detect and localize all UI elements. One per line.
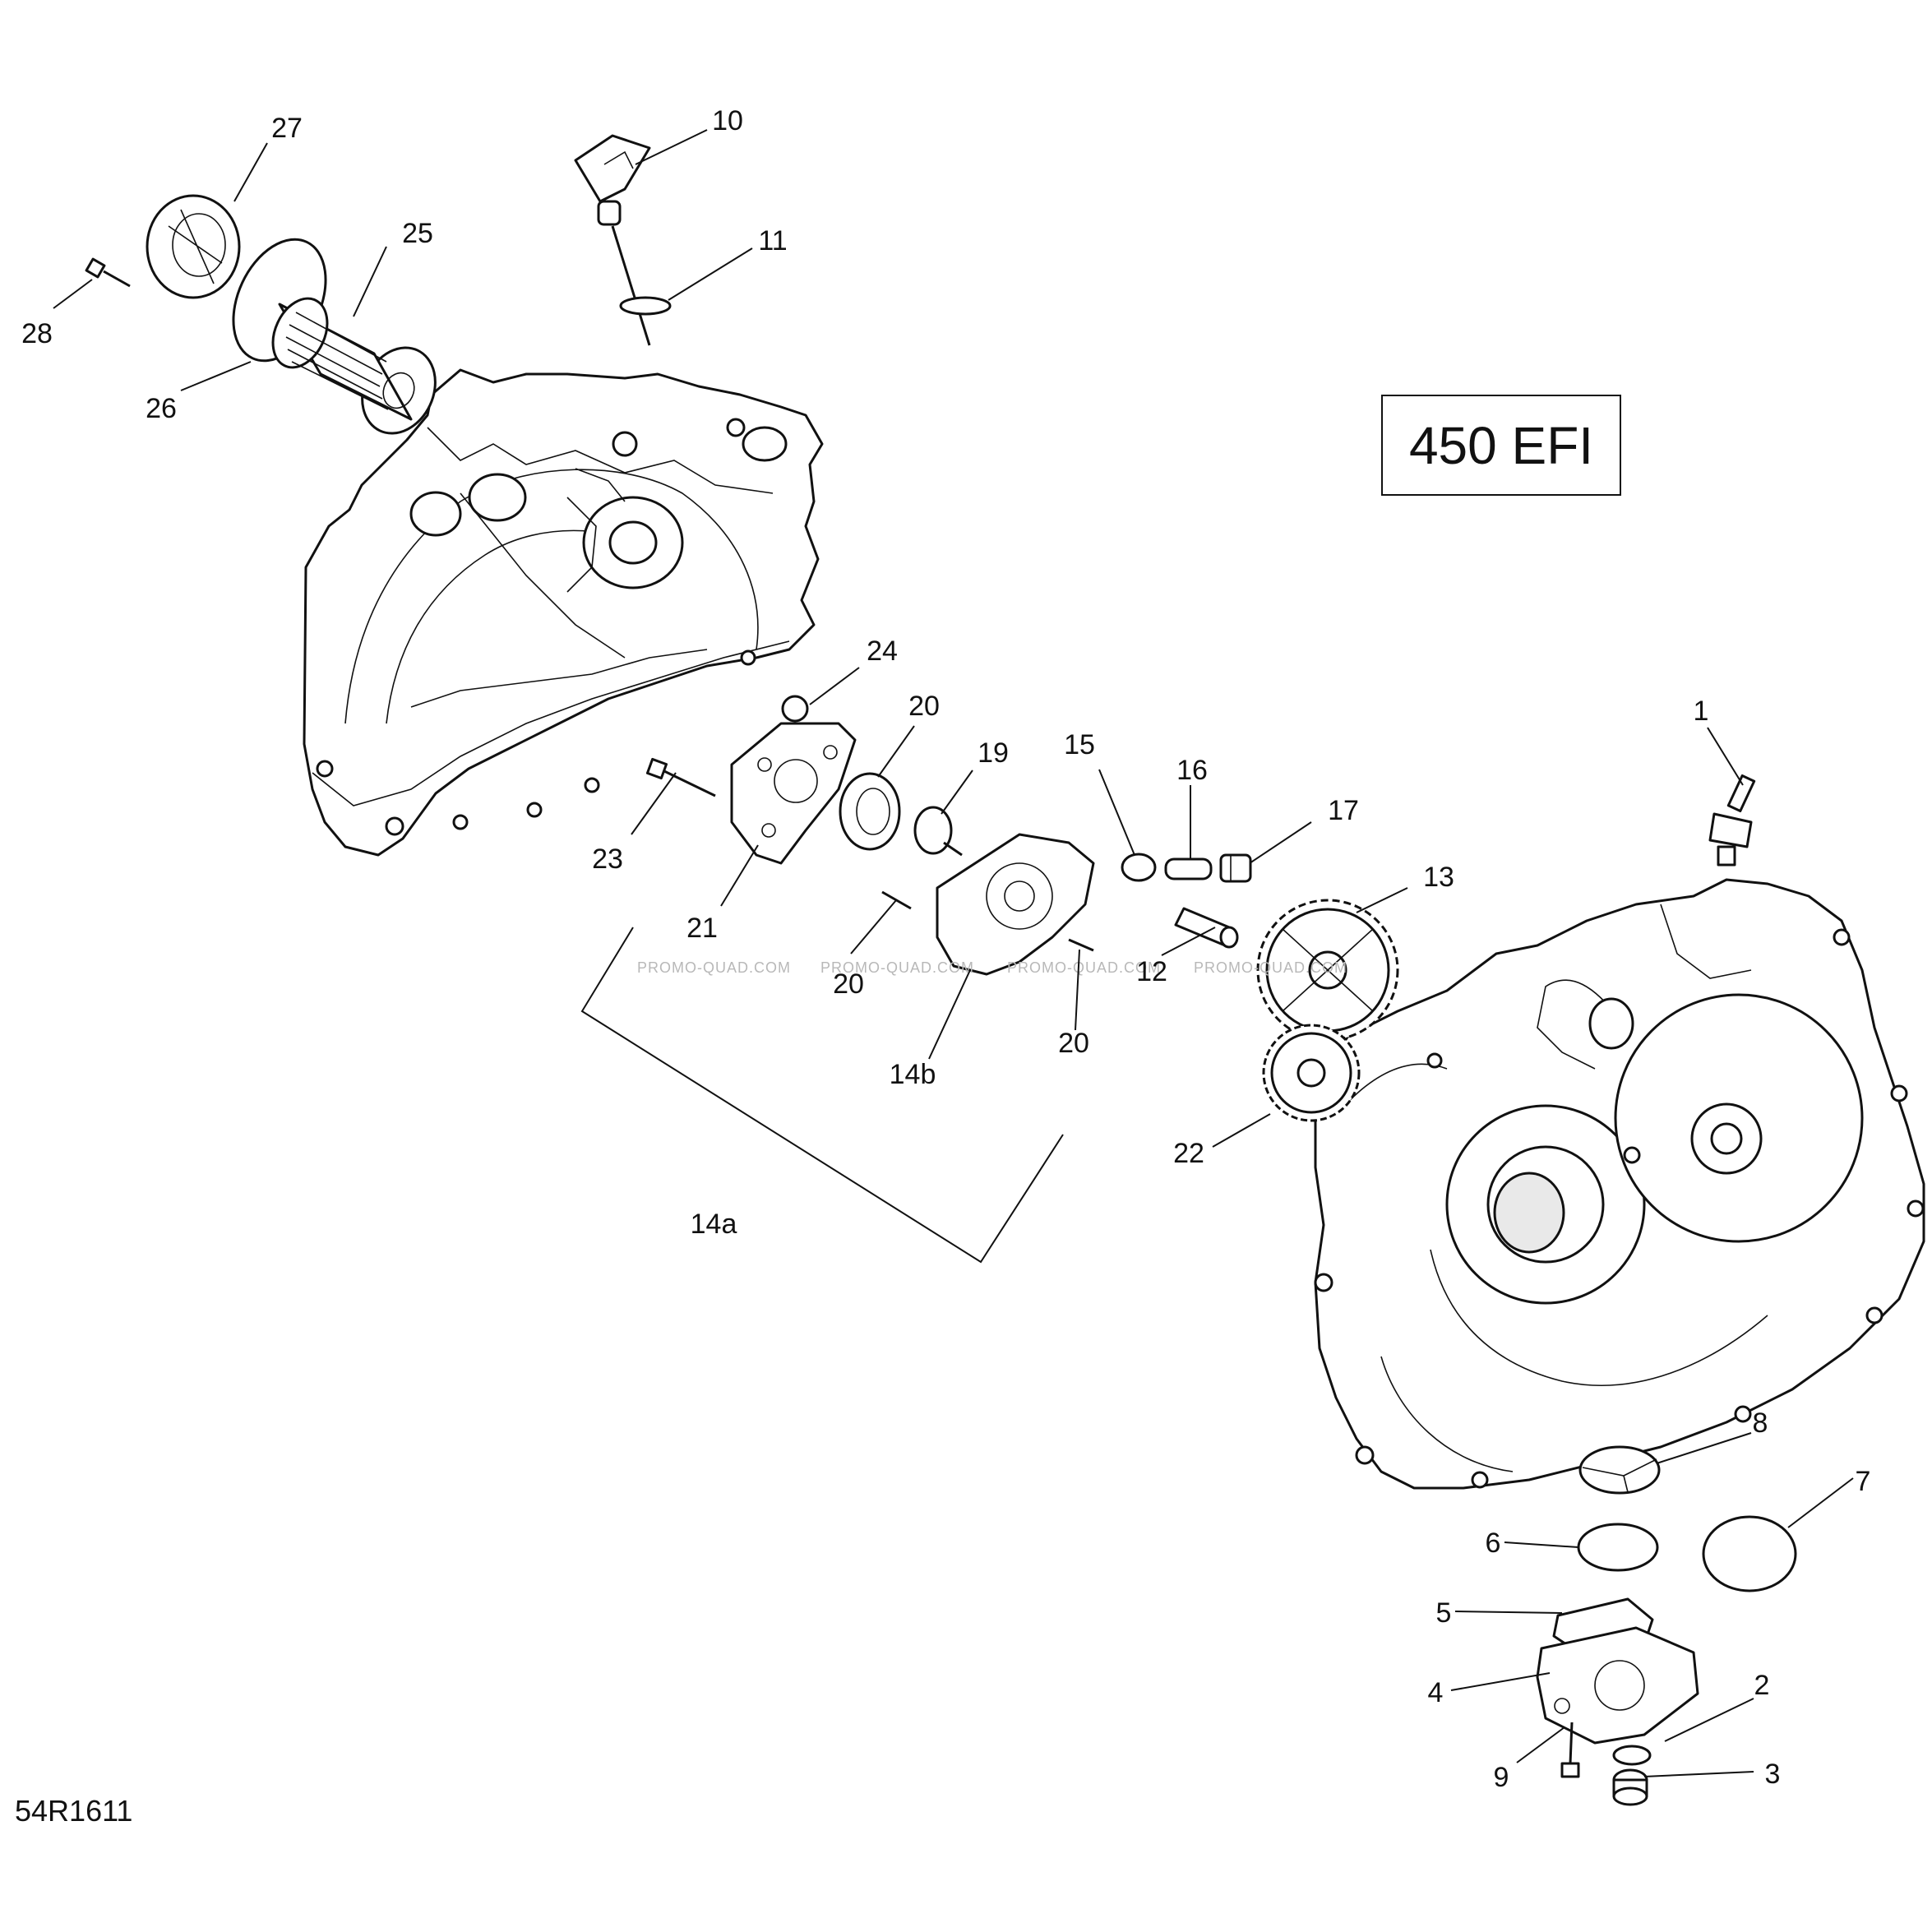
callout-26: 26 — [146, 393, 177, 424]
oil-pump-housing — [936, 833, 1095, 976]
callout-20-left: 20 — [833, 968, 864, 1000]
callout-5: 5 — [1436, 1597, 1452, 1629]
filter-cover-screw — [85, 257, 131, 288]
callout-3: 3 — [1765, 1759, 1781, 1790]
oil-filter — [271, 297, 437, 435]
left-crankcase-half — [303, 368, 824, 857]
callout-27: 27 — [271, 113, 303, 144]
callout-12: 12 — [1136, 956, 1167, 987]
callout-21: 21 — [686, 913, 718, 944]
right-crankcase-half — [1314, 878, 1925, 1490]
svg-text:PROMO-QUAD.COM: PROMO-QUAD.COM — [1194, 959, 1347, 976]
callout-25: 25 — [402, 218, 433, 249]
callout-11: 11 — [758, 225, 787, 257]
callout-17: 17 — [1328, 795, 1359, 826]
regulator-spring — [1164, 857, 1213, 880]
callout-22: 22 — [1173, 1138, 1204, 1169]
callout-24: 24 — [867, 636, 898, 667]
strainer-cover — [1536, 1626, 1699, 1745]
callout-20-right: 20 — [1058, 1028, 1089, 1059]
model-label: 450 EFI — [1409, 416, 1593, 475]
oil-pressure-switch — [1708, 774, 1756, 867]
oil-filter-cover — [146, 194, 241, 299]
callout-14a: 14a — [691, 1209, 737, 1240]
oil-pump-o-ring — [781, 695, 809, 723]
regulator-piston — [1121, 853, 1157, 882]
outer-rotor — [839, 772, 901, 851]
cover-o-ring — [1702, 1515, 1797, 1592]
drain-plug-gasket — [1612, 1745, 1652, 1766]
callout-15: 15 — [1064, 729, 1095, 760]
leader-lines — [53, 129, 1854, 1777]
assembly-bracket — [580, 927, 1064, 1264]
drawing-code: 54R1611 — [15, 1794, 132, 1828]
watermark: PROMO-QUAD.COM PROMO-QUAD.COM PROMO-QUAD… — [637, 959, 1347, 976]
dipstick — [574, 134, 651, 346]
callout-4: 4 — [1428, 1677, 1444, 1708]
callout-19: 19 — [978, 737, 1009, 769]
strainer-gasket — [1578, 1445, 1661, 1495]
oil-pump-cover — [730, 722, 857, 865]
callout-16: 16 — [1176, 755, 1208, 786]
callout-7: 7 — [1856, 1466, 1871, 1497]
callout-8: 8 — [1753, 1407, 1768, 1439]
callout-14b: 14b — [890, 1059, 936, 1090]
model-label-box — [1381, 395, 1621, 496]
svg-text:PROMO-QUAD.COM: PROMO-QUAD.COM — [820, 959, 974, 976]
dipstick-o-ring — [619, 296, 672, 316]
callout-9: 9 — [1494, 1762, 1509, 1793]
regulator-plug — [1219, 853, 1252, 883]
callout-1: 1 — [1694, 696, 1709, 727]
callout-labels: 1 2 3 4 5 6 7 8 9 10 11 12 13 14a 14b 15… — [21, 105, 1870, 1793]
strainer-screen — [1577, 1523, 1659, 1572]
callout-23: 23 — [592, 844, 623, 875]
callout-10: 10 — [712, 105, 743, 136]
inner-rotor — [913, 806, 963, 857]
oil-pump-drive-gear — [1256, 899, 1399, 1042]
dowel-pin-right — [1068, 938, 1094, 952]
oil-pump-screw — [645, 757, 716, 797]
svg-text:PROMO-QUAD.COM: PROMO-QUAD.COM — [1007, 959, 1161, 976]
dowel-pin-left — [881, 890, 912, 910]
callout-2: 2 — [1754, 1670, 1770, 1701]
svg-text:PROMO-QUAD.COM: PROMO-QUAD.COM — [637, 959, 791, 976]
drain-plug — [1612, 1768, 1648, 1806]
callout-20-top: 20 — [908, 691, 940, 722]
pump-shaft-pin — [1174, 907, 1239, 949]
callout-28: 28 — [21, 318, 53, 349]
intermediate-gear — [1262, 1024, 1361, 1122]
callout-6: 6 — [1486, 1528, 1501, 1559]
strainer-cover-screw — [1560, 1722, 1580, 1778]
callout-13: 13 — [1423, 862, 1454, 893]
